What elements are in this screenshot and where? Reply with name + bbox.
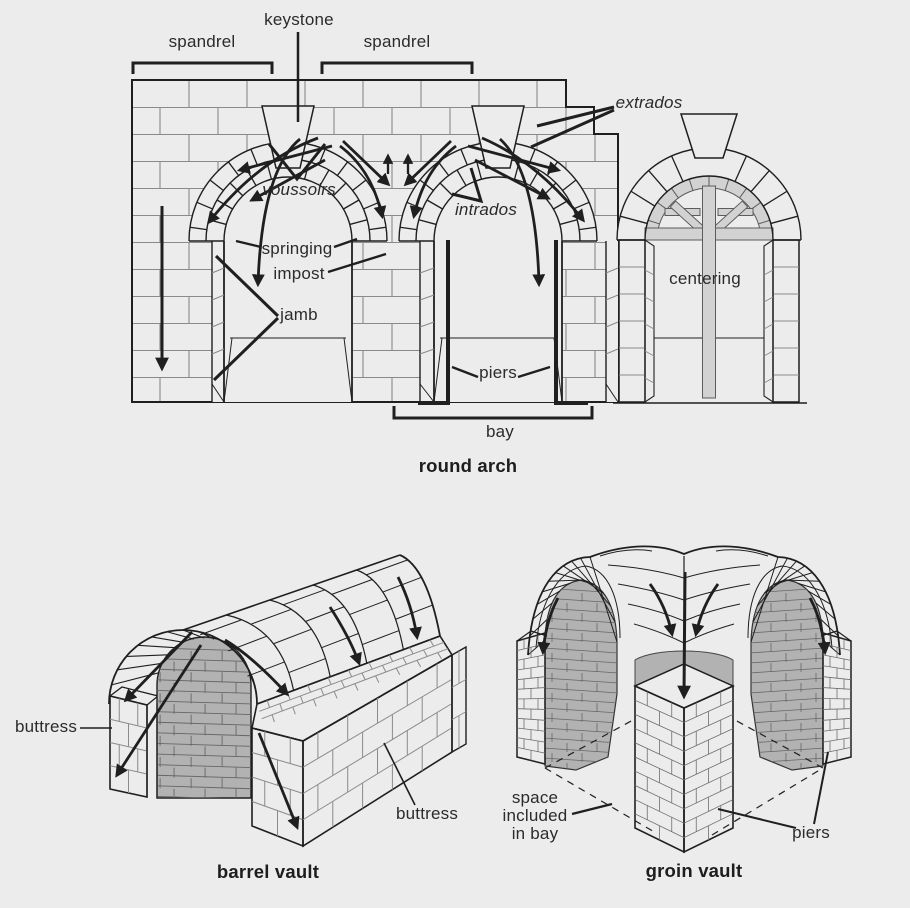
label-space-included-in-bay: space included in bay <box>502 788 568 843</box>
label-buttress-right: buttress <box>395 804 459 823</box>
label-piers-groin: piers <box>792 823 830 842</box>
barrel-vault-figure <box>108 554 467 848</box>
label-springing: springing <box>261 239 333 258</box>
label-impost: impost <box>273 264 325 283</box>
label-spandrel-left: spandrel <box>168 32 236 51</box>
label-intrados: intrados <box>454 200 518 219</box>
caption-round-arch: round arch <box>418 455 518 476</box>
label-keystone: keystone <box>264 10 334 29</box>
label-centering: centering <box>669 269 741 288</box>
groin-vault-figure <box>516 545 852 854</box>
caption-barrel-vault: barrel vault <box>216 861 320 882</box>
caption-groin-vault: groin vault <box>645 860 743 881</box>
label-extrados: extrados <box>615 93 683 112</box>
label-voussoirs: voussoirs <box>262 180 336 199</box>
label-buttress-left: buttress <box>14 717 78 736</box>
round-arch-figure <box>131 79 807 404</box>
label-piers-arch: piers <box>479 363 517 382</box>
annotation-lines <box>80 32 831 830</box>
label-jamb: jamb <box>280 305 318 324</box>
label-bay: bay <box>485 422 515 441</box>
label-spandrel-right: spandrel <box>363 32 431 51</box>
